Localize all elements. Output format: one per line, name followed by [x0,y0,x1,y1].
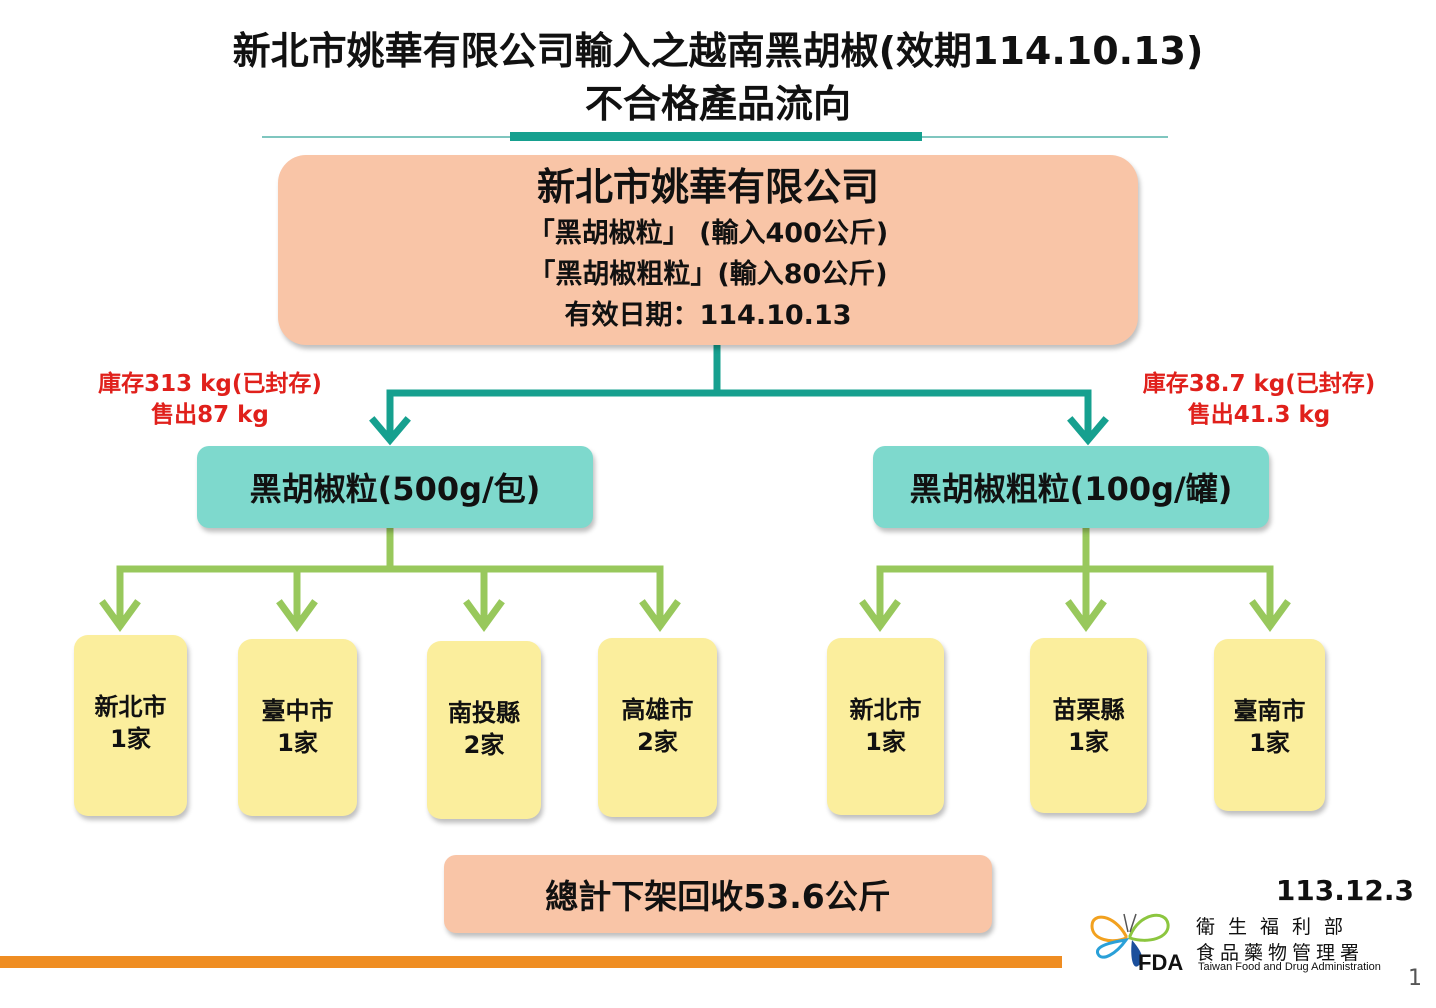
destination-count: 1家 [277,729,318,757]
destination-box-left-1: 新北市 1家 [74,635,187,816]
destination-city: 臺中市 [261,697,334,725]
arrowhead-left-4 [639,599,681,632]
destination-count: 1家 [1249,729,1290,757]
destination-count: 2家 [637,728,678,756]
left-stock-note: 庫存313 kg(已封存) 售出87 kg [80,369,340,431]
org-name-zh-line1: 衛生福利部 [1196,916,1357,938]
branch-line-left [386,389,721,440]
destination-count: 1家 [865,728,906,756]
report-date: 113.12.3 [1275,874,1414,907]
title-line2: 不合格產品流向 [584,82,851,126]
org-name-en: Taiwan Food and Drug Administration [1198,961,1381,973]
arrowhead-right-2 [1065,599,1107,632]
destination-city: 苗栗縣 [1052,696,1125,724]
destination-city: 新北市 [94,693,167,721]
product-box-right: 黑胡椒粗粒(100g/罐) [873,446,1269,528]
destination-count: 1家 [110,725,151,753]
importer-box: 新北市姚華有限公司 「黑胡椒粒」 (輸入400公斤) 「黑胡椒粗粒」(輸入80公… [278,155,1138,345]
bottom-accent-bar [0,956,1062,968]
right-sold: 售出41.3 kg [1187,402,1331,428]
arrowhead-right-1 [859,599,901,632]
title-line1: 新北市姚華有限公司輸入之越南黑胡椒(效期114.10.13) [232,29,1204,73]
left-stock: 庫存313 kg(已封存) [98,371,322,397]
destination-city: 高雄市 [621,696,694,724]
destination-box-left-4: 高雄市 2家 [598,638,717,817]
branch-line-right [713,389,1092,440]
fda-abbr: FDA [1138,950,1184,975]
green-connectors [99,526,1291,632]
left-sold: 售出87 kg [151,402,269,428]
destination-count: 2家 [463,731,505,759]
teal-connectors [369,342,1109,446]
org-name-zh-line2: 食品藥物管理署 [1196,942,1365,964]
importer-expiry: 有效日期：114.10.13 [564,300,852,331]
destination-box-right-2: 苗栗縣 1家 [1030,638,1147,813]
destination-city: 南投縣 [448,699,520,727]
destination-city: 臺南市 [1233,697,1306,725]
destination-city: 新北市 [849,696,922,724]
importer-name: 新北市姚華有限公司 [536,165,879,209]
destination-box-left-3: 南投縣 2家 [427,641,541,819]
arrowhead-left-3 [463,599,505,632]
total-recall-box: 總計下架回收53.6公斤 [444,855,992,933]
fda-butterfly-logo-icon [1090,913,1170,967]
right-stock: 庫存38.7 kg(已封存) [1142,371,1376,397]
title-underline-accent [510,132,922,141]
right-stock-note: 庫存38.7 kg(已封存) 售出41.3 kg [1124,369,1394,431]
arrowhead-right-3 [1249,599,1291,632]
product-box-left: 黑胡椒粒(500g/包) [197,446,593,528]
arrowhead-left [369,416,411,446]
arrowhead-left-2 [276,599,318,632]
destination-box-right-1: 新北市 1家 [827,638,944,815]
arrowhead-right [1067,416,1109,446]
page-number: 1 [1408,966,1422,991]
destination-count: 1家 [1068,728,1109,756]
importer-product2: 「黑胡椒粗粒」(輸入80公斤) [528,259,888,290]
arrowhead-left-1 [99,599,141,632]
importer-product1: 「黑胡椒粒」 (輸入400公斤) [527,218,889,249]
destination-box-left-2: 臺中市 1家 [238,639,357,816]
destination-box-right-3: 臺南市 1家 [1214,639,1325,811]
